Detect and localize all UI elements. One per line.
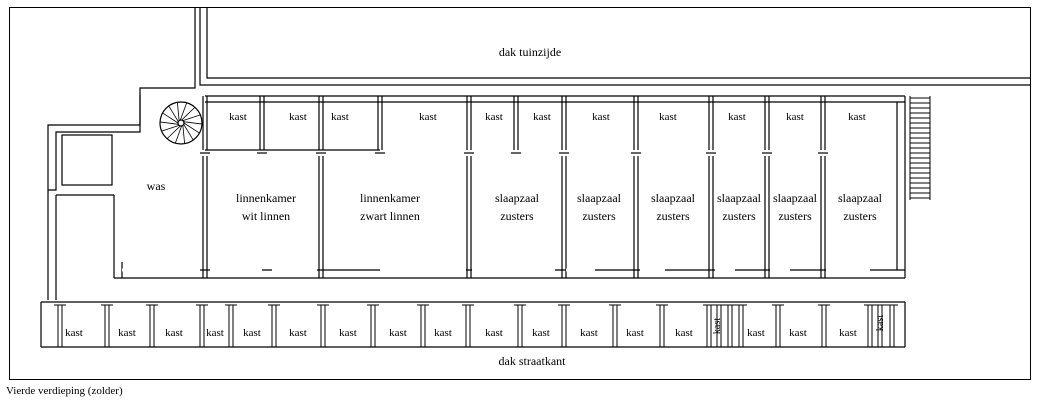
- left-wall: [47, 7, 196, 300]
- floor-plan: dak tuinzijde dak straatkant was linnenk…: [9, 7, 1031, 380]
- room-label-line1: slaapzaal: [717, 191, 762, 205]
- shaft: [61, 134, 113, 186]
- roof-street-label: dak straatkant: [499, 354, 567, 368]
- spiral-stair-spokes: [159, 102, 203, 144]
- closet-label: kast: [533, 111, 551, 123]
- room-label-line2: zusters: [843, 209, 877, 223]
- room-label-line1: slaapzaal: [773, 191, 818, 205]
- room-label-line2: zusters: [722, 209, 756, 223]
- closet-label: kast: [165, 327, 183, 339]
- room-label-line2: zusters: [656, 209, 690, 223]
- roof-garden-label: dak tuinzijde: [499, 45, 561, 59]
- plan-frame: [9, 7, 1031, 380]
- closet-label: kast: [626, 327, 644, 339]
- room-label-line1: slaapzaal: [651, 191, 696, 205]
- room-label-line2: zusters: [500, 209, 534, 223]
- closet-label: kast: [243, 327, 261, 339]
- closet-label: kast: [331, 111, 349, 123]
- stair-step: [159, 121, 179, 125]
- stair-step: [179, 102, 188, 121]
- stair-step: [181, 106, 196, 121]
- closet-label: kast: [289, 327, 307, 339]
- stair-step: [162, 112, 179, 124]
- closet-label: kast: [659, 111, 677, 123]
- room-label-line1: slaapzaal: [495, 191, 540, 205]
- stair-step: [168, 105, 179, 122]
- closet-label: kast: [592, 111, 610, 123]
- closet-label: kast: [789, 327, 807, 339]
- closet-label: kast: [580, 327, 598, 339]
- room-labels: linnenkamer wit linnen linnenkamer zwart li…: [236, 191, 883, 223]
- roof-outline-inner: [206, 7, 1030, 79]
- closet-label: kast: [389, 327, 407, 339]
- closet-dividers: [54, 304, 898, 347]
- stair-step: [183, 121, 203, 125]
- closet-label: kast: [339, 327, 357, 339]
- room-label-line1: linnenkamer: [360, 191, 420, 205]
- left-wall-inner: [48, 95, 141, 191]
- spiral-stair: [159, 101, 203, 145]
- closet-label: kast: [747, 327, 765, 339]
- closet-label: kast: [229, 111, 247, 123]
- room-label-line1: slaapzaal: [838, 191, 883, 205]
- closet-label: kast: [206, 327, 224, 339]
- stair-step: [182, 114, 201, 122]
- stair-step: [183, 122, 200, 134]
- stair-step: [161, 124, 180, 132]
- room-label-line2: zusters: [582, 209, 616, 223]
- stair-step: [182, 125, 186, 144]
- stair-step: [166, 125, 181, 140]
- closet-label-vertical: kast: [875, 315, 886, 331]
- room-label-line1: slaapzaal: [577, 191, 622, 205]
- floor-caption: Vierde verdieping (zolder): [6, 385, 123, 397]
- closet-label: kast: [839, 327, 857, 339]
- closet-label: kast: [118, 327, 136, 339]
- right-stair: [909, 96, 931, 200]
- room-label-line1: linnenkamer: [236, 191, 296, 205]
- closet-label: kast: [434, 327, 452, 339]
- closet-label: kast: [419, 111, 437, 123]
- room-dividers: [122, 96, 870, 278]
- wash-room-label: was: [147, 179, 166, 193]
- closet-label: kast: [728, 111, 746, 123]
- stair-step: [183, 124, 194, 141]
- closet-label-vertical: kast: [712, 318, 723, 334]
- room-label-line2: wit linnen: [242, 209, 290, 223]
- stair-step: [176, 102, 180, 121]
- closet-label: kast: [289, 111, 307, 123]
- closet-labels: kast kast kast kast kast kast kast kast kast kast…: [65, 111, 886, 339]
- closet-label: kast: [848, 111, 866, 123]
- closet-label: kast: [485, 111, 503, 123]
- closet-label: kast: [485, 327, 503, 339]
- stair-step: [174, 125, 183, 144]
- closet-label: kast: [675, 327, 693, 339]
- closet-label: kast: [65, 327, 83, 339]
- room-label-line2: zusters: [778, 209, 812, 223]
- room-label-line2: zwart linnen: [360, 209, 420, 223]
- closet-label: kast: [786, 111, 804, 123]
- roof-outline: [199, 7, 1030, 86]
- closet-label: kast: [532, 327, 550, 339]
